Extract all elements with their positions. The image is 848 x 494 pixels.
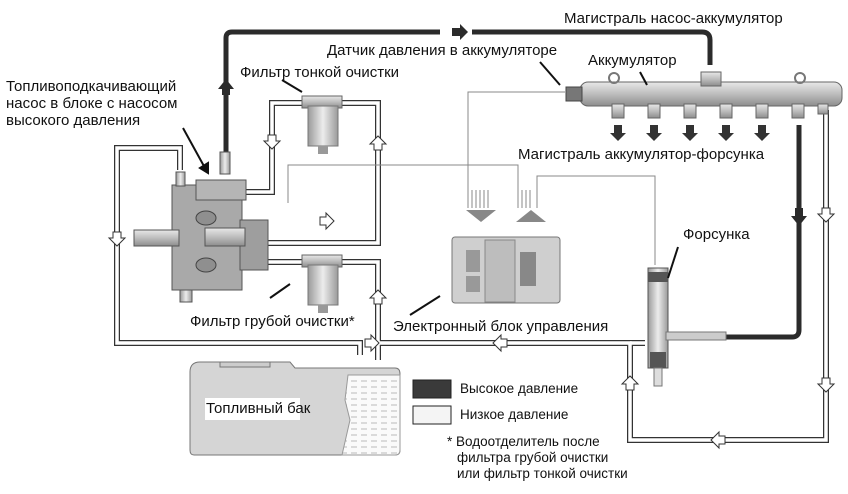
coarse-filter <box>301 254 343 313</box>
arrow-up-icon <box>368 289 388 305</box>
fine-filter <box>301 95 343 154</box>
ecu-output-arrow-icon <box>516 210 546 222</box>
legend-high-pressure-label: Высокое давление <box>460 381 579 396</box>
high-pressure-pump <box>133 151 269 303</box>
legend-low-pressure-swatch <box>412 405 452 425</box>
arrow-down-icon <box>262 134 282 150</box>
legend-footnote: * Водоотделитель после фильтра грубой оч… <box>447 434 628 482</box>
fine-filter-label: Фильтр тонкой очистки <box>240 64 400 81</box>
legend-high-pressure-swatch <box>412 379 452 399</box>
injector <box>647 267 727 387</box>
arrow-up-icon <box>368 135 388 151</box>
common-rail <box>565 71 843 107</box>
arrow-down-icon <box>107 231 127 247</box>
rail-label: Аккумулятор <box>588 52 677 69</box>
arrow-down-icon <box>816 207 836 223</box>
tank-label: Топливный бак <box>206 400 311 417</box>
injector-label: Форсунка <box>683 226 750 243</box>
arrow-left-icon <box>710 430 726 450</box>
ecu-unit <box>451 236 561 304</box>
low-pressure-flow-arrows <box>107 134 836 450</box>
arrow-right-icon <box>364 333 380 353</box>
flow-arrow-right-icon <box>452 24 468 40</box>
pointer-arrows <box>182 61 679 316</box>
pressure-sensor-label: Датчик давления в аккумуляторе <box>327 42 558 59</box>
ecu-label: Электронный блок управления <box>393 318 609 335</box>
pump-label: Топливоподкачивающий насос в блоке с нас… <box>6 78 178 129</box>
arrow-down-icon <box>816 377 836 393</box>
arrow-left-icon <box>492 333 508 353</box>
arrow-right-icon <box>319 211 335 231</box>
arrow-up-icon <box>620 375 640 391</box>
footnote-line: * Водоотделитель после <box>447 434 600 449</box>
pump-rail-high-pressure-line <box>223 29 713 168</box>
rail-injector-high-pressure-line <box>726 125 802 340</box>
footnote-line: фильтра грубой очистки <box>457 450 609 465</box>
footnote-line: или фильтр тонкой очистки <box>457 466 628 481</box>
pump-label-line: насос в блоке с насосом <box>6 95 178 112</box>
flow-arrow-up-icon <box>218 79 234 95</box>
flow-arrow-down-icon <box>791 208 807 226</box>
coarse-filter-label: Фильтр грубой очистки* <box>190 313 355 330</box>
rail-outlets <box>611 103 829 119</box>
rail-injector-line-label: Магистраль аккумулятор-форсунка <box>518 146 765 163</box>
fuel-tank <box>189 361 401 456</box>
ecu-input-arrow-icon <box>466 210 496 222</box>
pump-rail-line-label: Магистраль насос-аккумулятор <box>564 10 783 27</box>
legend-low-pressure-label: Низкое давление <box>460 407 569 422</box>
signal-wires <box>287 91 656 265</box>
rail-outlet-arrows <box>610 125 770 141</box>
pump-label-line: высокого давления <box>6 112 141 129</box>
pump-label-line: Топливоподкачивающий <box>6 78 177 95</box>
